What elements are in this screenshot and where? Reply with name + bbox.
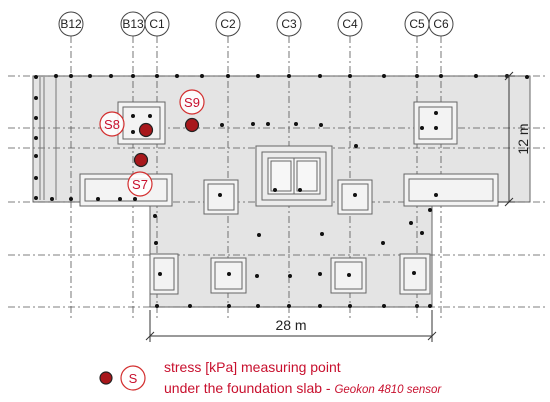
axis-bubble-b13: B13: [120, 11, 146, 37]
svg-text:B13: B13: [122, 17, 144, 31]
sensor-s8: S8: [99, 111, 154, 138]
height-dimension: [498, 71, 515, 207]
axis-bubbles: B12 B13 C1 C2 C3 C4 C5 C6: [58, 11, 454, 37]
legend-note: Geokon 4810 sensor: [334, 384, 442, 396]
height-dimension-label: 12 m: [515, 123, 531, 154]
axis-bubble-c5: C5: [404, 11, 430, 37]
svg-text:B12: B12: [60, 17, 82, 31]
axis-bubble-c3: C3: [276, 11, 302, 37]
sensor-s7: S7: [127, 152, 153, 197]
svg-text:S7: S7: [132, 177, 148, 192]
axis-bubble-c1: C1: [144, 11, 170, 37]
legend-sensor-dot: [99, 371, 113, 385]
svg-text:C1: C1: [149, 17, 165, 31]
legend-line-2: under the foundation slab - Geokon 4810 …: [164, 380, 442, 396]
legend-sensor-ring: [120, 365, 146, 391]
width-dimension: [145, 310, 437, 342]
svg-text:C3: C3: [281, 17, 297, 31]
legend-separator: -: [322, 380, 334, 396]
svg-text:S8: S8: [104, 117, 120, 132]
axis-bubble-c6: C6: [428, 11, 454, 37]
svg-text:C5: C5: [409, 17, 425, 31]
central-core: [255, 145, 333, 207]
sensor-s9: S9: [179, 89, 205, 133]
width-dimension-label: 28 m: [275, 317, 306, 333]
legend-symbol: S: [129, 371, 138, 386]
svg-text:C2: C2: [220, 17, 236, 31]
svg-text:C6: C6: [433, 17, 449, 31]
svg-text:C4: C4: [342, 17, 358, 31]
legend-line-2-text: under the foundation slab: [164, 380, 322, 396]
axis-bubble-c4: C4: [337, 11, 363, 37]
svg-text:S9: S9: [184, 95, 200, 110]
pile-points: [34, 74, 529, 308]
legend: S stress [kPa] measuring point under the…: [99, 359, 442, 396]
legend-line-1: stress [kPa] measuring point: [164, 359, 341, 375]
left-wall: [39, 77, 57, 200]
axis-bubble-b12: B12: [58, 11, 84, 37]
axis-bubble-c2: C2: [215, 11, 241, 37]
